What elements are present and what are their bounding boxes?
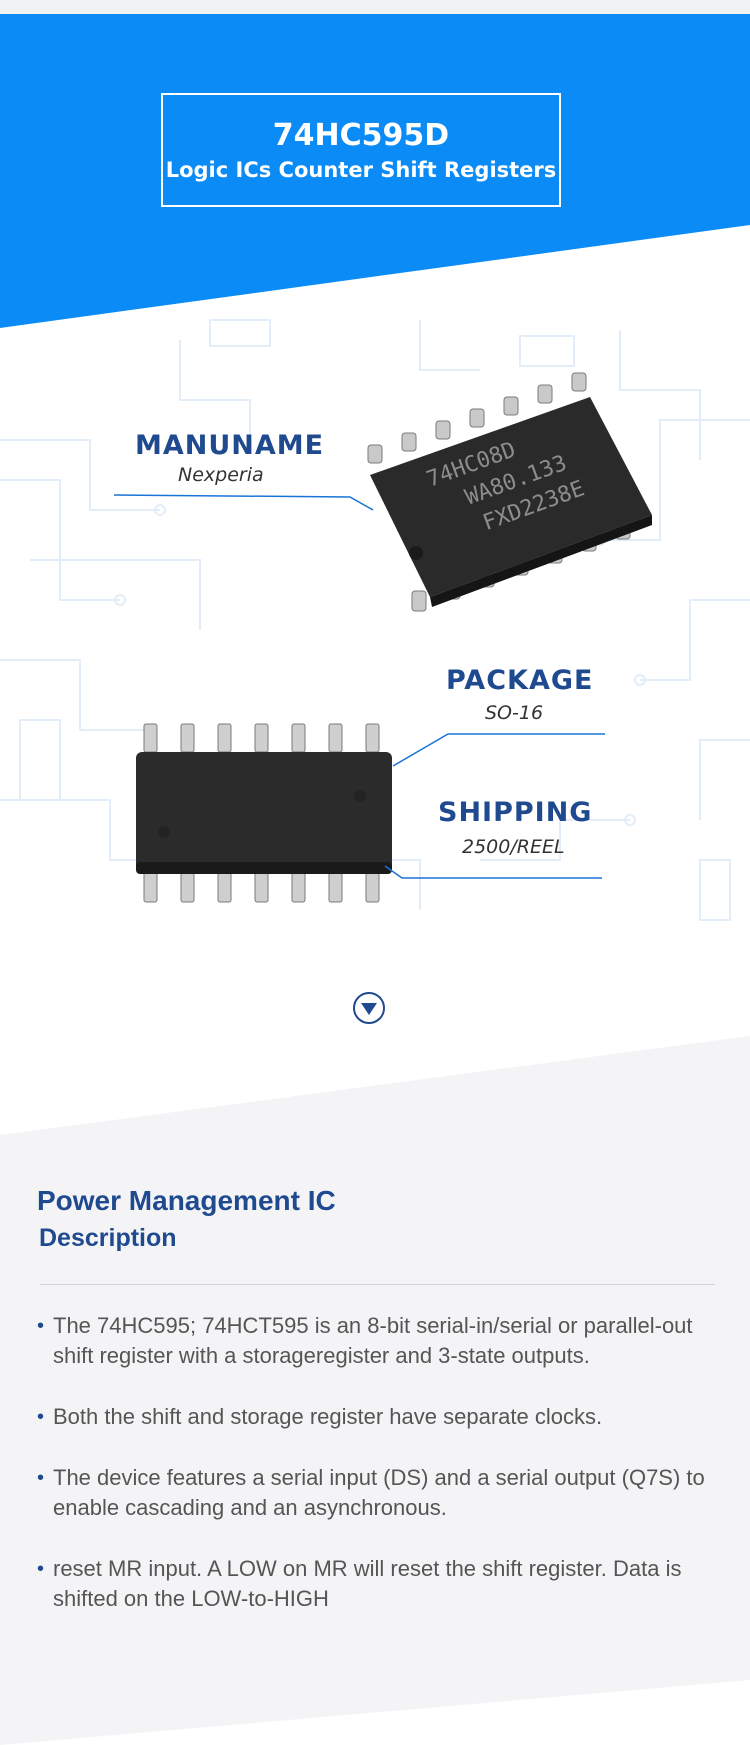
bullet-icon: •	[37, 1406, 45, 1428]
list-item: • Both the shift and storage register hav…	[35, 1402, 715, 1432]
title-box: 74HC595D Logic ICs Counter Shift Registe…	[161, 93, 561, 207]
section-subtitle: Description	[39, 1224, 177, 1252]
description-list: • The 74HC595; 74HCT595 is an 8-bit seria…	[35, 1311, 715, 1645]
list-item: • The 74HC595; 74HCT595 is an 8-bit seria…	[35, 1311, 715, 1371]
top-strip	[0, 0, 750, 14]
list-item: • The device features a serial input (DS)…	[35, 1463, 715, 1523]
leader-lines	[113, 494, 605, 879]
chip-image-angled: 74HC08D WA80.133 FXD2238E	[367, 372, 652, 612]
bullet-icon: •	[37, 1558, 45, 1580]
list-item-text: reset MR input. A LOW on MR will reset t…	[53, 1556, 682, 1611]
list-item-text: Both the shift and storage register have…	[53, 1404, 603, 1429]
bullet-icon: •	[37, 1315, 45, 1337]
list-item-text: The device features a serial input (DS) …	[53, 1465, 705, 1520]
shipping-value: 2500/REEL	[462, 836, 565, 858]
manuname-value: Nexperia	[178, 464, 264, 486]
chip-image-side	[136, 723, 392, 903]
divider	[40, 1284, 715, 1285]
package-value: SO-16	[485, 702, 544, 724]
part-number-title: 74HC595D	[272, 118, 450, 153]
list-item-text: The 74HC595; 74HCT595 is an 8-bit serial…	[53, 1313, 693, 1368]
description-panel-background	[0, 1036, 750, 1745]
chevron-down-circle-icon[interactable]	[352, 991, 386, 1025]
package-label: PACKAGE	[446, 665, 594, 696]
category-subtitle: Logic ICs Counter Shift Registers	[165, 158, 557, 182]
section-title: Power Management IC	[37, 1185, 336, 1216]
bullet-icon: •	[37, 1467, 45, 1489]
list-item: • reset MR input. A LOW on MR will reset …	[35, 1554, 715, 1614]
shipping-label: SHIPPING	[438, 797, 593, 828]
hero-banner-background	[0, 14, 750, 328]
manuname-label: MANUNAME	[135, 430, 325, 461]
